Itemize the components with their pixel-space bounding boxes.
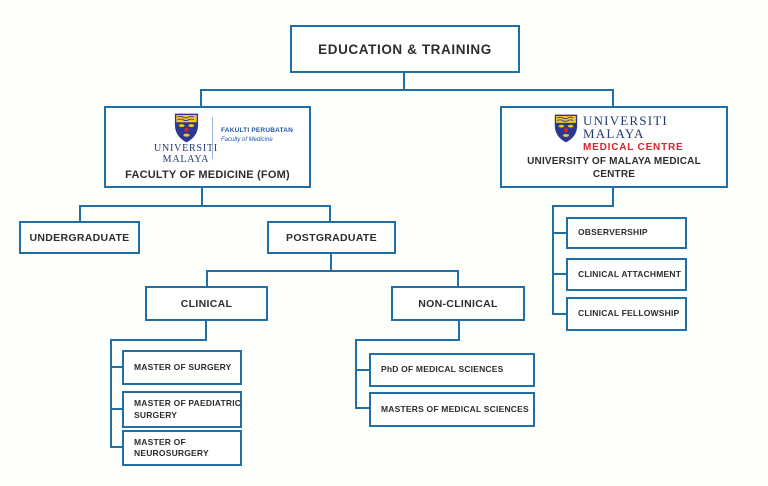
phd-of-medical-sciences-label: PhD OF MEDICAL SCIENCES bbox=[381, 364, 504, 375]
fakulti-perubatan-lockup: FAKULTI PERUBATAN Faculty of Medicine bbox=[221, 127, 293, 144]
connector-master-paediatric-tick bbox=[110, 408, 122, 410]
um-logo: UNIVERSITI MALAYA bbox=[134, 113, 238, 166]
um-crest-icon bbox=[174, 113, 198, 143]
node-master-of-surgery: MASTER OF SURGERY bbox=[122, 350, 242, 385]
connector-clinical-riser bbox=[206, 270, 208, 286]
connector-clinical-spine bbox=[110, 339, 112, 448]
connector-fom-drop bbox=[201, 188, 203, 207]
node-masters-of-medical-sciences: MASTERS OF MEDICAL SCIENCES bbox=[369, 392, 535, 427]
logo-divider bbox=[212, 117, 213, 159]
node-non-clinical: NON-CLINICAL bbox=[391, 286, 525, 321]
node-clinical-fellowship: CLINICAL FELLOWSHIP bbox=[566, 297, 687, 331]
connector-master-neuro-tick bbox=[110, 446, 122, 448]
connector-observership-tick bbox=[552, 232, 566, 234]
connector-masters-tick bbox=[355, 407, 369, 409]
undergraduate-label: UNDERGRADUATE bbox=[29, 231, 130, 244]
connector-nonclinical-elbow-bar bbox=[355, 339, 460, 341]
ummc-wordmark-line1: UNIVERSITI bbox=[583, 113, 668, 128]
ummc-medical-centre-label: MEDICAL CENTRE bbox=[583, 142, 684, 153]
node-postgraduate: POSTGRADUATE bbox=[267, 221, 396, 254]
node-um-medical-centre: UNIVERSITI MALAYA MEDICAL CENTRE UNIVERS… bbox=[500, 106, 728, 188]
connector-phd-tick bbox=[355, 369, 369, 371]
clinical-fellowship-label: CLINICAL FELLOWSHIP bbox=[578, 308, 680, 319]
connector-ummc-drop bbox=[612, 188, 614, 207]
node-clinical-attachment: CLINICAL ATTACHMENT bbox=[566, 258, 687, 291]
postgraduate-label: POSTGRADUATE bbox=[286, 231, 377, 244]
connector-master-surgery-tick bbox=[110, 366, 122, 368]
node-observership: OBSERVERSHIP bbox=[566, 217, 687, 249]
ummc-wordmark: UNIVERSITI MALAYA MEDICAL CENTRE bbox=[583, 114, 683, 153]
connector-nonclinical-spine bbox=[355, 339, 357, 409]
connector-fom-riser bbox=[200, 89, 202, 106]
connector-level1-bar bbox=[200, 89, 614, 91]
clinical-label: CLINICAL bbox=[180, 297, 233, 310]
connector-postgraduate-riser bbox=[329, 205, 331, 221]
masters-of-medical-sciences-label: MASTERS OF MEDICAL SCIENCES bbox=[381, 403, 529, 414]
connector-root-drop bbox=[403, 73, 405, 91]
node-education-training: EDUCATION & TRAINING bbox=[290, 25, 520, 73]
faculty-of-medicine-label: FACULTY OF MEDICINE (FOM) bbox=[125, 169, 290, 181]
um-crest-icon bbox=[554, 114, 578, 143]
connector-undergraduate-riser bbox=[79, 205, 81, 221]
faculty-of-medicine-sub: Faculty of Medicine bbox=[221, 136, 273, 143]
clinical-attachment-label: CLINICAL ATTACHMENT bbox=[578, 268, 682, 279]
master-of-neurosurgery-label: MASTER OF NEUROSURGERY bbox=[134, 437, 209, 459]
connector-nonclinical-riser bbox=[457, 270, 459, 286]
connector-ummc-riser bbox=[612, 89, 614, 106]
connector-ummc-elbow-bar bbox=[552, 205, 614, 207]
connector-fellowship-tick bbox=[552, 313, 566, 315]
fakulti-perubatan-label: FAKULTI PERUBATAN bbox=[221, 127, 294, 134]
node-master-of-neurosurgery: MASTER OF NEUROSURGERY bbox=[122, 430, 242, 466]
education-training-label: EDUCATION & TRAINING bbox=[318, 41, 492, 57]
um-wordmark: UNIVERSITI MALAYA bbox=[134, 143, 238, 166]
label-line: NEUROSURGERY bbox=[134, 448, 209, 458]
connector-clinical-elbow-bar bbox=[110, 339, 207, 341]
non-clinical-label: NON-CLINICAL bbox=[418, 297, 498, 310]
label-line: SURGERY bbox=[134, 409, 178, 420]
node-master-of-paediatric-surgery: MASTER OF PAEDIATRIC SURGERY bbox=[122, 391, 242, 428]
label-line: MASTER OF bbox=[134, 436, 186, 447]
connector-attachment-tick bbox=[552, 273, 566, 275]
ummc-wordmark-line2: MALAYA bbox=[583, 126, 645, 141]
node-clinical: CLINICAL bbox=[145, 286, 268, 321]
node-faculty-of-medicine: UNIVERSITI MALAYA FAKULTI PERUBATAN Facu… bbox=[104, 106, 311, 188]
master-of-surgery-label: MASTER OF SURGERY bbox=[134, 361, 232, 372]
node-phd-of-medical-sciences: PhD OF MEDICAL SCIENCES bbox=[369, 353, 535, 387]
connector-postgrad-children-bar bbox=[206, 270, 459, 272]
ummc-logo: UNIVERSITI MALAYA MEDICAL CENTRE bbox=[554, 114, 683, 153]
connector-fom-children-bar bbox=[79, 205, 331, 207]
um-wordmark-line1: UNIVERSITI bbox=[153, 143, 219, 154]
um-medical-centre-label: UNIVERSITY OF MALAYA MEDICAL CENTRE bbox=[527, 156, 701, 180]
connector-clinical-drop bbox=[205, 321, 207, 341]
um-wordmark-line2: MALAYA bbox=[162, 153, 210, 165]
label-line: MASTER OF PAEDIATRIC bbox=[134, 398, 242, 409]
connector-nonclinical-drop bbox=[458, 321, 460, 341]
connector-ummc-spine bbox=[552, 205, 554, 315]
connector-postgrad-drop bbox=[330, 254, 332, 272]
node-undergraduate: UNDERGRADUATE bbox=[19, 221, 140, 254]
master-of-paediatric-surgery-label: MASTER OF PAEDIATRIC SURGERY bbox=[134, 398, 241, 420]
observership-label: OBSERVERSHIP bbox=[578, 227, 648, 238]
